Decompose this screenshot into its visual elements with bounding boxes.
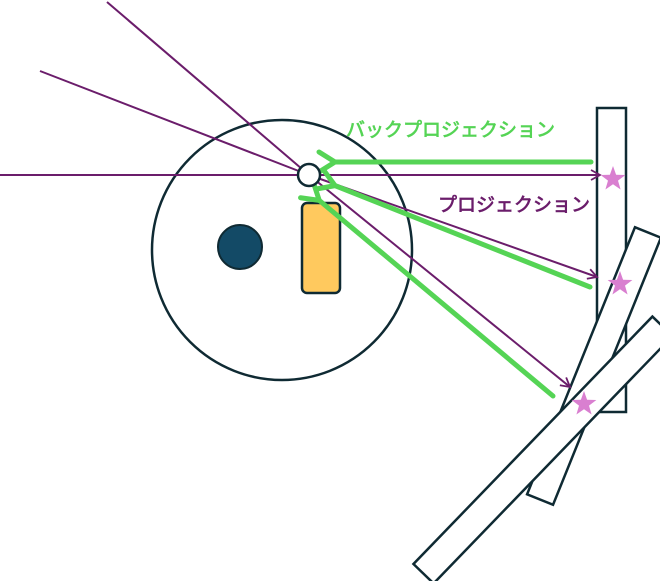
star-icon xyxy=(607,271,633,295)
object-circle xyxy=(150,118,414,382)
back-projection-arrow xyxy=(298,179,556,399)
projection-ray-line xyxy=(106,1,310,176)
star-icon xyxy=(600,166,626,190)
projection-ray-line xyxy=(39,70,310,176)
back-projection-arrow xyxy=(314,167,593,290)
projection-label: プロジェクション xyxy=(438,193,590,216)
back-projection-label: バックプロジェクション xyxy=(346,118,555,141)
detector-diagonal xyxy=(411,314,660,581)
yellow-rect xyxy=(300,201,342,295)
dark-dot xyxy=(217,224,263,270)
projection-ray-lower xyxy=(308,174,572,389)
star-icon xyxy=(571,391,597,415)
point-source xyxy=(296,162,322,188)
